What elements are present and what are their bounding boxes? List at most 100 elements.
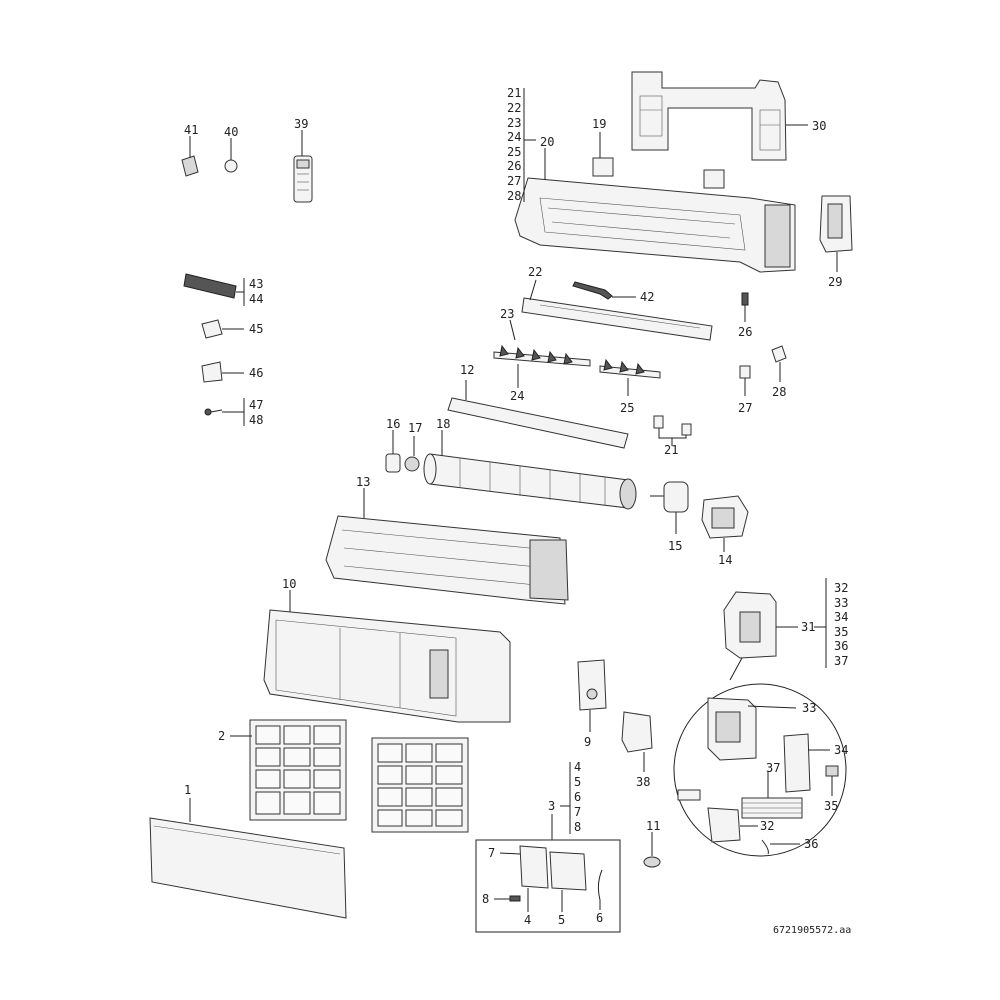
label-42: 42 (640, 290, 654, 304)
group31-item-34: 34 (834, 610, 848, 624)
part-25-louver-blades (599, 358, 661, 379)
label-45: 45 (249, 322, 263, 336)
label-41: 41 (184, 123, 198, 137)
part-2-filter-left (249, 719, 347, 821)
part-18-blower-wheel (423, 453, 637, 510)
group31-item-35: 35 (834, 625, 848, 639)
label-2: 2 (218, 729, 225, 743)
part-21-clips (653, 415, 692, 436)
group20-item-21: 21 (507, 86, 521, 100)
part-13-evaporator (325, 515, 569, 605)
label-9: 9 (584, 735, 591, 749)
part-45-connector (201, 319, 223, 339)
label-14: 14 (718, 553, 732, 567)
group31-item-32: 32 (834, 581, 848, 595)
part-39-remote-control (293, 155, 313, 203)
part-11-grommet (643, 856, 661, 868)
label-22: 22 (528, 265, 542, 279)
label-27: 27 (738, 401, 752, 415)
label-37: 37 (766, 761, 780, 775)
part-20-chassis (514, 177, 796, 273)
part-26-screw (741, 292, 749, 306)
part-22-louver-frame (521, 297, 713, 341)
label-24: 24 (510, 389, 524, 403)
part-10-housing (263, 609, 511, 723)
label-15: 15 (668, 539, 682, 553)
part-31-electrical-box (723, 591, 777, 659)
label-40: 40 (224, 125, 238, 139)
group20-item-27: 27 (507, 174, 521, 188)
callout-group-31: 32 33 34 35 36 37 (825, 578, 848, 668)
part-17-bushing (404, 456, 420, 472)
group20-item-22: 22 (507, 101, 521, 115)
label-29: 29 (828, 275, 842, 289)
group20-item-25: 25 (507, 145, 521, 159)
detail-circle-31 (673, 657, 847, 857)
label-46: 46 (249, 366, 263, 380)
part-1-front-panel (149, 817, 347, 919)
group20-item-28: 28 (507, 189, 521, 203)
label-5: 5 (558, 913, 565, 927)
label-25: 25 (620, 401, 634, 415)
part-28-clip (771, 345, 787, 363)
group3-item-7: 7 (574, 805, 581, 819)
label-28: 28 (772, 385, 786, 399)
label-19: 19 (592, 117, 606, 131)
part-46-valve (201, 361, 223, 383)
label-13: 13 (356, 475, 370, 489)
part-30-mounting-plate (631, 71, 787, 161)
label-20: 20 (540, 135, 554, 149)
callout-group-3: 4 5 6 7 8 (560, 760, 581, 834)
part-24-louver-blades (493, 344, 591, 367)
label-23: 23 (500, 307, 514, 321)
label-7: 7 (488, 846, 495, 860)
label-11: 11 (646, 819, 660, 833)
part-27-clip (739, 365, 751, 379)
group47-item-48: 48 (249, 413, 263, 427)
group3-item-5: 5 (574, 775, 581, 789)
label-35: 35 (824, 799, 838, 813)
part-43-44-insulation (183, 273, 237, 299)
label-36: 36 (804, 837, 818, 851)
part-41-fitting (181, 155, 199, 177)
group31-item-33: 33 (834, 596, 848, 610)
label-6: 6 (596, 911, 603, 925)
label-4: 4 (524, 913, 531, 927)
group31-item-37: 37 (834, 654, 848, 668)
label-1: 1 (184, 783, 191, 797)
label-16: 16 (386, 417, 400, 431)
label-21: 21 (664, 443, 678, 457)
document-reference: 6721905572.aa (773, 925, 851, 936)
part-38-cover (621, 711, 653, 753)
group43-item-44: 44 (249, 292, 263, 306)
label-8: 8 (482, 892, 489, 906)
group3-item-8: 8 (574, 820, 581, 834)
part-40-ring (224, 159, 238, 173)
part-9-display-cover (577, 659, 607, 711)
part-12-deflector (447, 397, 629, 449)
group47-item-47: 47 (249, 398, 263, 412)
group3-item-6: 6 (574, 790, 581, 804)
label-38: 38 (636, 775, 650, 789)
callout-group-43: 43 44 (243, 277, 263, 306)
label-33: 33 (802, 701, 816, 715)
label-30: 30 (812, 119, 826, 133)
part-29-bracket (819, 195, 853, 253)
label-32: 32 (760, 819, 774, 833)
group20-item-23: 23 (507, 116, 521, 130)
part-14-motor-mount (701, 495, 749, 539)
callout-group-47: 47 48 (243, 398, 263, 427)
group20-item-26: 26 (507, 159, 521, 173)
part-42-sensor-wire (572, 281, 613, 300)
label-18: 18 (436, 417, 450, 431)
label-26: 26 (738, 325, 752, 339)
part-2-filter-right (371, 737, 469, 833)
callout-group-20: 21 22 23 24 25 26 27 28 (507, 86, 536, 203)
label-10: 10 (282, 577, 296, 591)
part-15-fan-motor (650, 481, 689, 513)
group31-item-36: 36 (834, 639, 848, 653)
label-31: 31 (801, 620, 815, 634)
group43-item-43: 43 (249, 277, 263, 291)
